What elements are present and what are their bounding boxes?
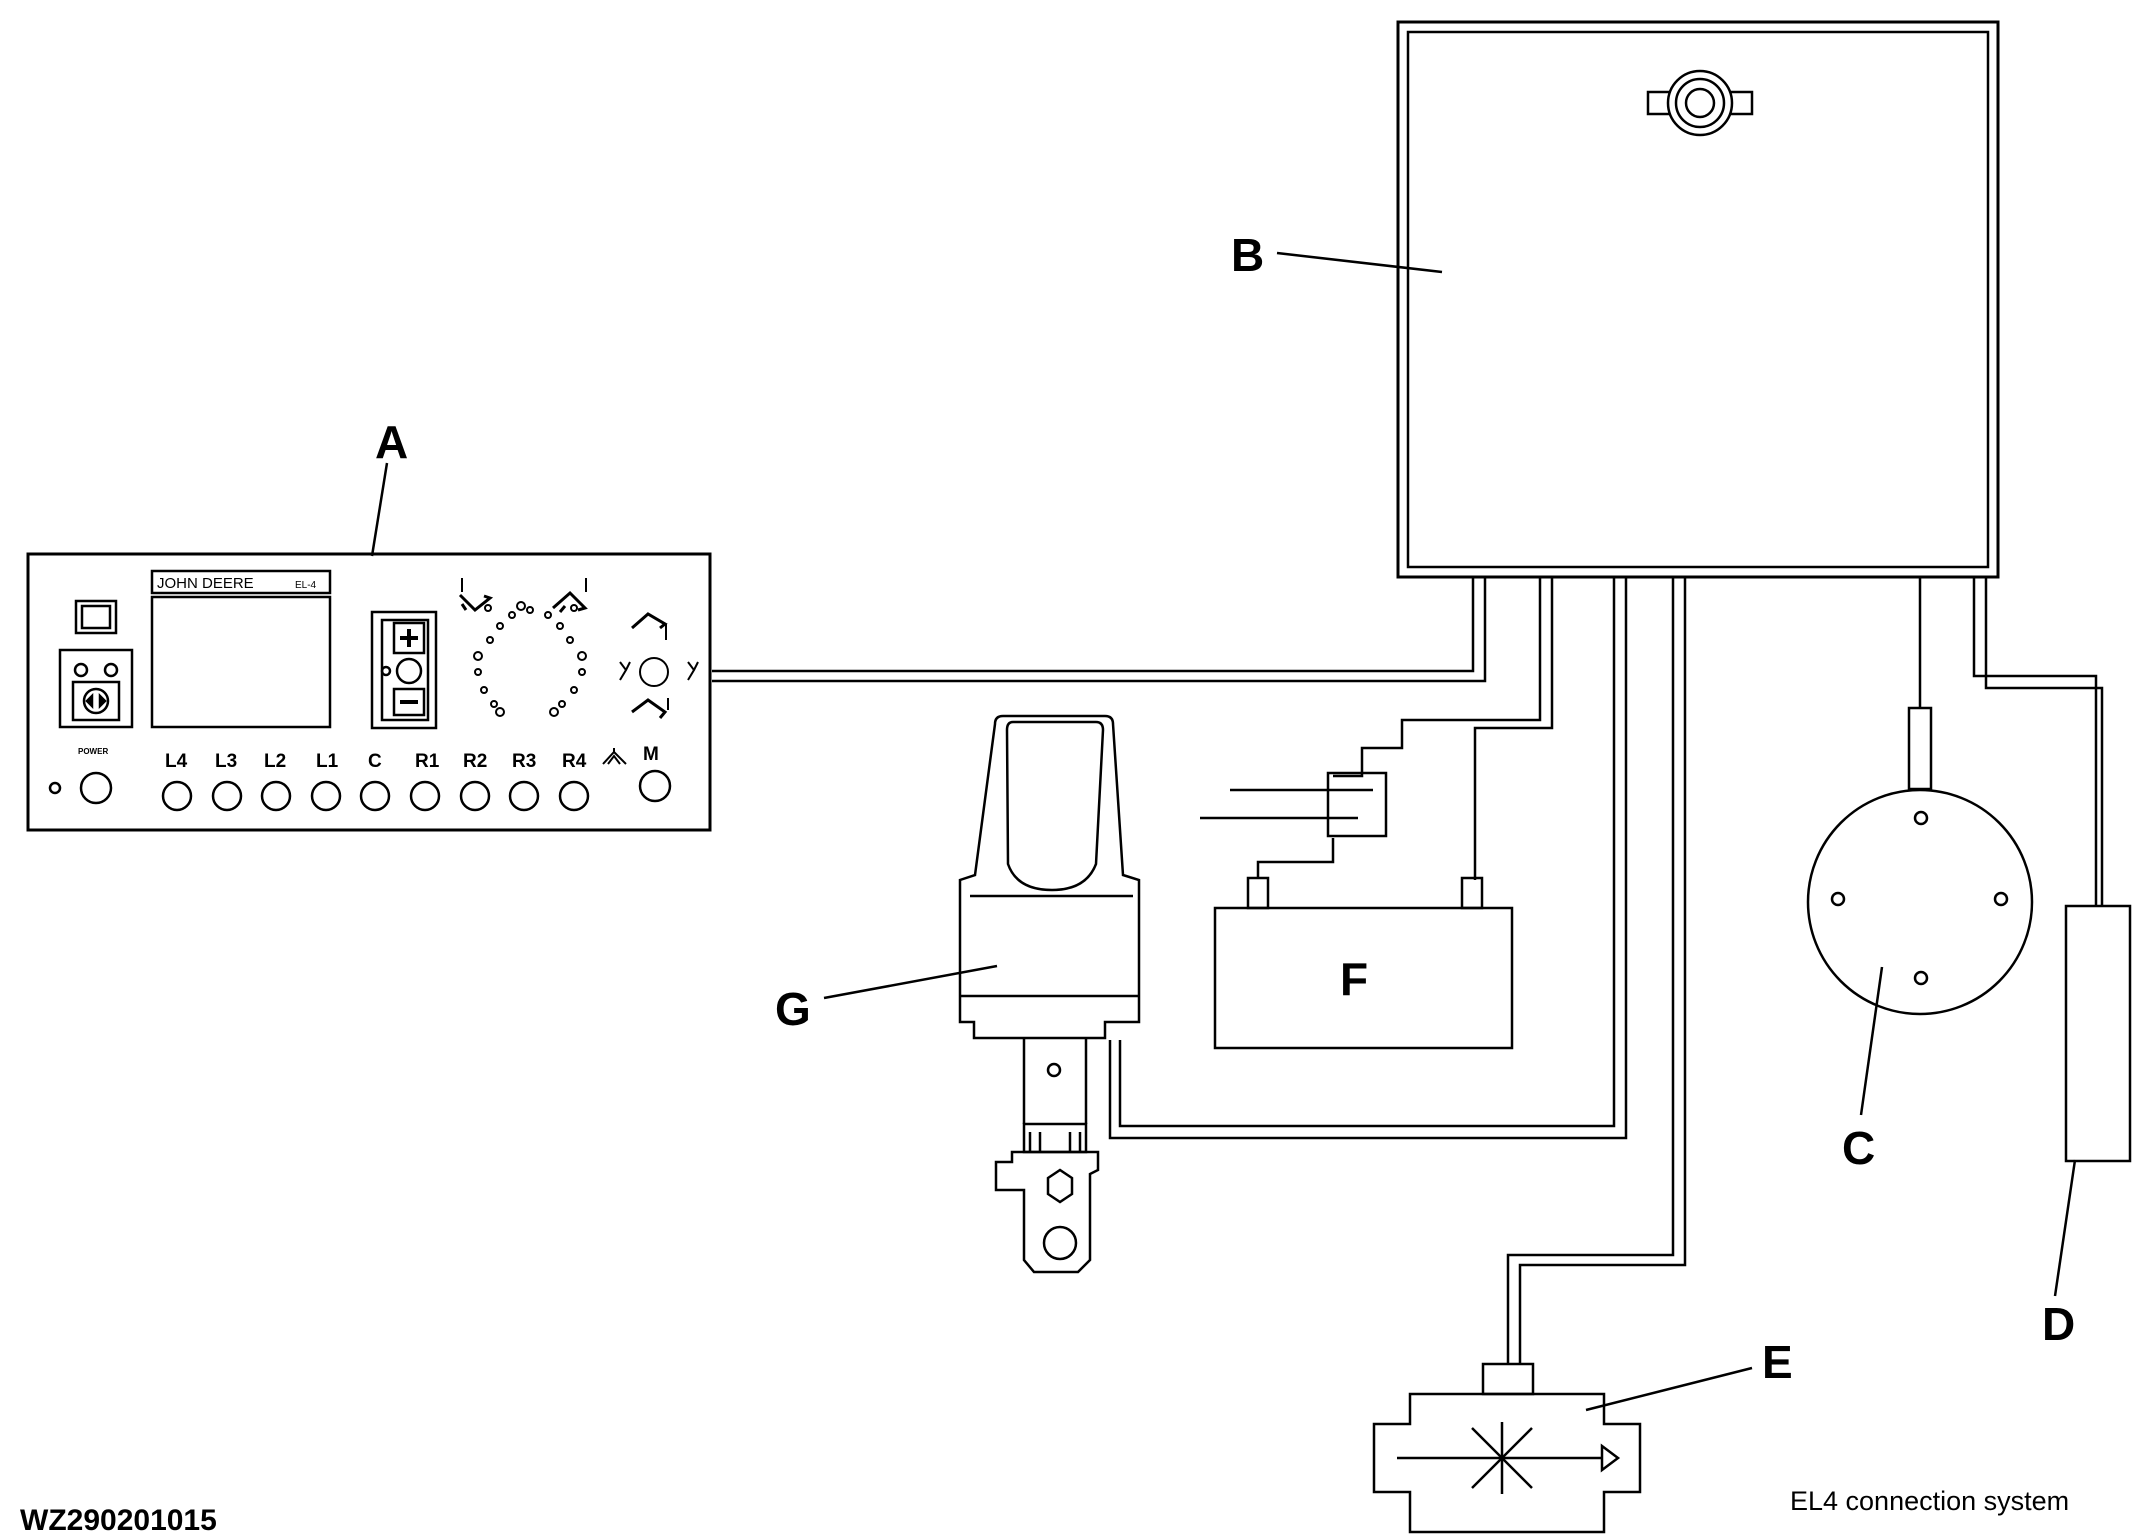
button-r1[interactable] (409, 780, 441, 812)
leader-c (1859, 966, 1884, 1116)
button-m[interactable] (638, 769, 672, 803)
indicator-icon (395, 657, 423, 685)
button-r4[interactable] (558, 780, 590, 812)
panel-brand: JOHN DEERE (157, 575, 254, 592)
label-g: G (775, 983, 811, 1035)
leader-e (1585, 1366, 1753, 1412)
cable-b-to-e (1506, 578, 1687, 1364)
label-f: F (1340, 953, 1368, 1005)
panel-model: EL-4 (295, 580, 317, 591)
label-a: A (375, 416, 408, 468)
button-r2[interactable] (459, 780, 491, 812)
cable-b-to-g (1108, 578, 1628, 1140)
label-b: B (1231, 229, 1264, 281)
label-c: C (1842, 1122, 1875, 1174)
section-buttons (161, 748, 672, 812)
plus-icon (392, 621, 426, 655)
pressure-sensor (2064, 904, 2132, 1163)
flow-meter (1372, 1362, 1642, 1534)
figure-id: WZ290201015 (20, 1504, 217, 1536)
button-r4-label: R4 (562, 751, 587, 772)
wing-nut-icon (1646, 69, 1754, 137)
button-r2-label: R2 (463, 751, 487, 772)
button-l3[interactable] (211, 780, 243, 812)
el4-control-panel (26, 552, 712, 832)
relay (1200, 771, 1388, 838)
leader-lines (370, 251, 2077, 1412)
leader-a (370, 462, 389, 557)
button-r3-label: R3 (512, 751, 536, 772)
mode-switch (58, 648, 134, 729)
figure-caption: EL4 connection system (1790, 1486, 2069, 1516)
button-l4-label: L4 (165, 751, 188, 772)
power-button[interactable] (79, 771, 113, 805)
button-c-label: C (368, 751, 382, 772)
speed-sensor (1806, 706, 2034, 1016)
button-r1-label: R1 (415, 751, 440, 772)
leader-g (823, 964, 998, 1000)
label-d: D (2042, 1298, 2075, 1350)
power-led (48, 781, 62, 795)
cable-b-to-a (712, 578, 1487, 683)
button-l3-label: L3 (215, 751, 237, 772)
power-label: POWER (78, 747, 108, 756)
control-box (1396, 20, 2000, 579)
master-dial (619, 612, 699, 719)
button-l2[interactable] (260, 780, 292, 812)
adjust-switch (370, 610, 438, 730)
label-e: E (1762, 1336, 1793, 1388)
section-dial (458, 578, 588, 717)
button-l1-label: L1 (316, 751, 339, 772)
leader-d (2053, 1159, 2077, 1297)
button-l1[interactable] (310, 780, 342, 812)
button-r3[interactable] (508, 780, 540, 812)
leader-b (1276, 251, 1443, 274)
battery (1213, 838, 1514, 1050)
button-c[interactable] (359, 780, 391, 812)
cable-b-to-battery (1333, 578, 1554, 880)
regulating-valve (958, 714, 1141, 1274)
parking-icon (74, 599, 118, 635)
minus-icon (392, 687, 426, 717)
button-l4[interactable] (161, 780, 193, 812)
button-l2-label: L2 (264, 751, 286, 772)
button-m-label: M (643, 744, 659, 765)
cable-b-to-d (1972, 578, 2104, 906)
